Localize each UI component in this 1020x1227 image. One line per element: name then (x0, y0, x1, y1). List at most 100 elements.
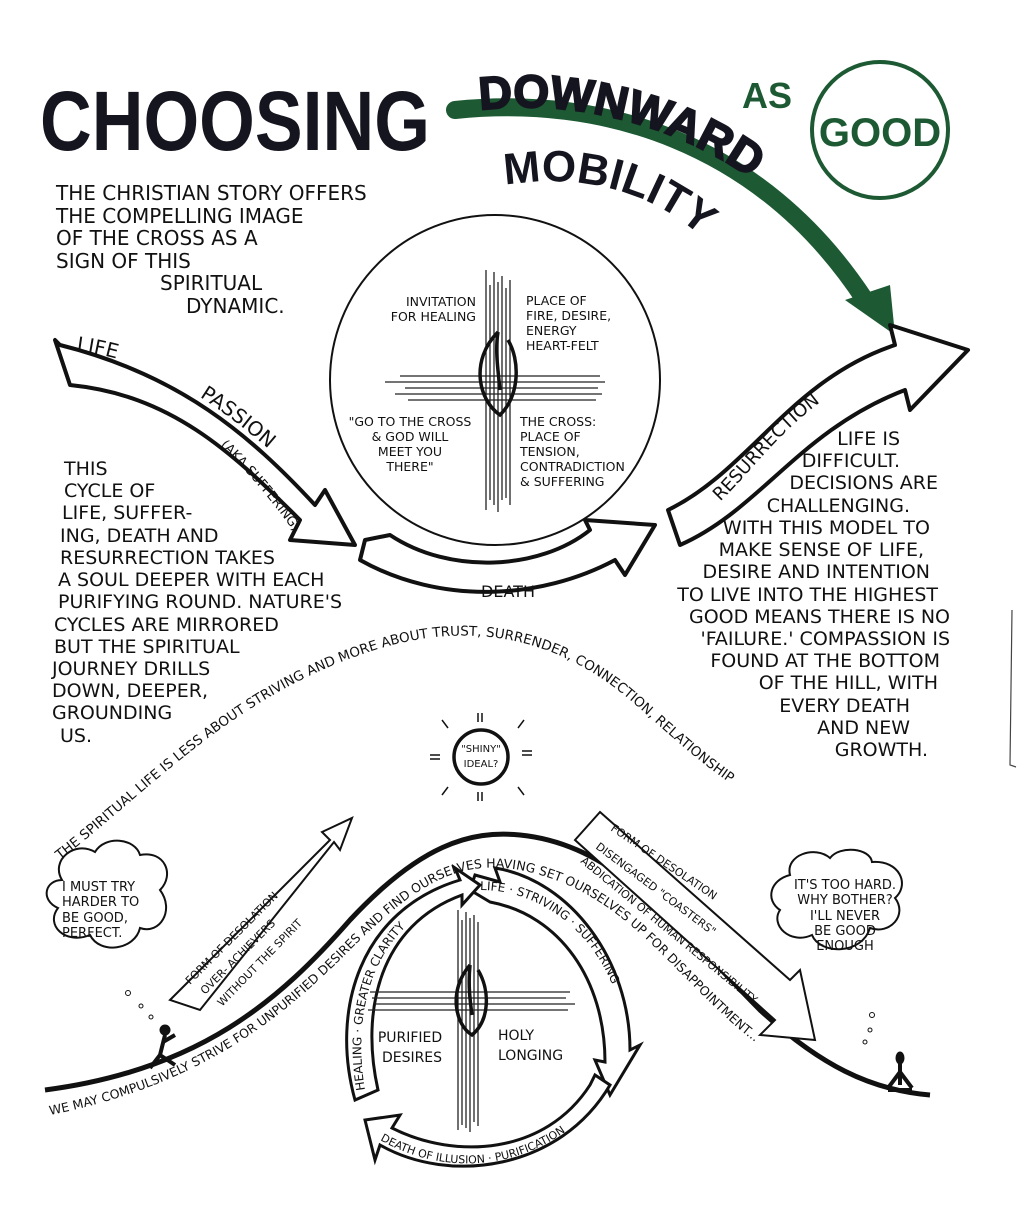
inner-left-arrow (345, 863, 483, 1103)
right-text-line: DIFFICULT. (801, 450, 900, 473)
life-passion-arrow (53, 338, 357, 547)
cross-quadrant-bottom-right: THE CROSS: PLACE OF TENSION, CONTRADICTI… (520, 414, 625, 489)
right-thought-cloud (770, 848, 903, 951)
left-text-line: PURIFYING ROUND. NATURE'S (58, 591, 343, 614)
left-text-line: LIFE, SUFFER- (62, 502, 193, 525)
left-text-line: A SOUL DEEPER WITH EACH (58, 569, 325, 592)
quadrant-line: TENSION, (520, 444, 580, 459)
meditating-figure-icon (886, 1051, 914, 1092)
right-explanation-text: LIFE IS DIFFICULT. DECISIONS ARE CHALLEN… (660, 428, 950, 761)
left-text-line: CYCLES ARE MIRRORED (54, 613, 279, 636)
left-desolation-arrow (168, 816, 354, 1012)
intro-text: THE CHRISTIAN STORY OFFERS THE COMPELLIN… (56, 182, 367, 318)
green-downward-arrow-stroke (446, 98, 874, 309)
thought-line: WHY BOTHER? (797, 893, 893, 909)
title-choosing: CHOOSING (40, 74, 430, 168)
left-text-line: DOWN, DEEPER, (52, 680, 209, 703)
resurrection-arrow (666, 323, 970, 547)
intro-line: SIGN OF THIS (56, 248, 191, 273)
quadrant-line: HEART-FELT (526, 338, 599, 353)
quadrant-line: MEET YOU (377, 444, 443, 459)
right-text-line: LIFE IS (837, 428, 900, 450)
hill-curve (44, 831, 931, 1098)
intro-line: DYNAMIC. (186, 293, 285, 318)
left-text-line: BUT THE SPIRITUAL (54, 635, 240, 658)
left-text-line: THIS (64, 458, 108, 480)
left-desolation-line1: FORM OF DESOLATION (183, 889, 281, 987)
running-figure-icon (148, 1024, 177, 1070)
thought-dot (148, 1014, 154, 1020)
left-thought-text: I MUST TRY HARDER TO BE GOOD, PERFECT. (62, 880, 139, 941)
quadrant-line: ENERGY (526, 323, 577, 338)
shiny-ideal-line2: IDEAL? (464, 759, 499, 770)
inner-top-arrow (468, 866, 644, 1099)
right-thought-text: IT'S TOO HARD. WHY BOTHER? I'LL NEVER BE… (790, 878, 900, 955)
right-text-line: GROWTH. (834, 739, 928, 762)
cross-quadrant-top-left: INVITATION FOR HEALING (380, 294, 476, 324)
quadrant-line: FIRE, DESIRE, (526, 308, 612, 323)
thought-line: PERFECT. (62, 925, 123, 941)
cross-circle (329, 214, 661, 546)
left-text-line: US. (60, 724, 93, 747)
right-text-line: EVERY DEATH (779, 694, 910, 717)
quadrant-line: & GOD WILL (371, 429, 449, 444)
right-text-line: 'FAILURE.' COMPASSION IS (700, 627, 950, 650)
sun-rays-icon (430, 713, 532, 801)
shiny-ideal-circle (452, 728, 510, 786)
quadrant-line: PLACE OF (526, 293, 587, 308)
left-text-line: RESURRECTION TAKES (60, 546, 275, 569)
page-edge-mark (1009, 609, 1017, 768)
thought-line: BE GOOD, (62, 910, 128, 926)
good-circle (810, 60, 950, 200)
left-thought-cloud (45, 839, 169, 949)
right-text-line: DESIRE AND INTENTION (702, 561, 930, 584)
quadrant-line: & SUFFERING (520, 474, 605, 489)
right-text-line: WITH THIS MODEL TO (722, 516, 930, 539)
inner-bottom-arrow (363, 1072, 613, 1168)
left-text-line: ING, DEATH AND (60, 524, 219, 547)
right-text-line: AND NEW (817, 716, 910, 739)
title-mobility: MOBILITY (501, 142, 726, 244)
holy-longing-line2: LONGING (498, 1048, 563, 1064)
thought-line: IT'S TOO HARD. (793, 878, 897, 893)
intro-line: THE COMPELLING IMAGE (56, 203, 304, 228)
thought-line: I MUST TRY (62, 880, 136, 895)
cross-quadrant-top-right: PLACE OF FIRE, DESIRE, ENERGY HEART-FELT (526, 293, 611, 353)
green-arrow-head-icon (845, 285, 895, 335)
left-explanation-text: THIS CYCLE OF LIFE, SUFFER- ING, DEATH A… (52, 458, 342, 747)
arrow-label-death: DEATH (481, 582, 535, 601)
right-text-line: GOOD MEANS THERE IS NO (688, 605, 950, 628)
right-text-line: OF THE HILL, WITH (758, 672, 938, 695)
thought-dot (138, 1003, 144, 1009)
quadrant-line: THERE" (386, 459, 434, 474)
shiny-ideal-line1: "SHINY" (461, 744, 501, 755)
cross-quadrant-bottom-left: "GO TO THE CROSS & GOD WILL MEET YOU THE… (340, 414, 480, 474)
thought-dot (862, 1039, 868, 1045)
quadrant-line: PLACE OF (520, 429, 581, 444)
quadrant-line: INVITATION (405, 294, 476, 309)
purified-desires-line2: DESIRES (382, 1050, 442, 1066)
purified-desires-line1: PURIFIED (378, 1030, 442, 1046)
right-text-line: MAKE SENSE OF LIFE, (718, 539, 924, 562)
death-arrow (358, 518, 657, 594)
thought-dot (125, 990, 131, 996)
thought-line: HARDER TO (62, 895, 140, 911)
left-text-line: CYCLE OF (64, 480, 156, 503)
right-desolation-arrow (573, 810, 817, 1042)
left-text-line: GROUNDING (52, 702, 173, 725)
right-text-line: FOUND AT THE BOTTOM (710, 650, 940, 673)
right-text-line: TO LIVE INTO THE HIGHEST (677, 583, 938, 606)
quadrant-line: FOR HEALING (390, 309, 476, 324)
intro-line: THE CHRISTIAN STORY OFFERS (56, 181, 367, 205)
right-text-line: DECISIONS ARE (789, 472, 938, 495)
left-text-line: JOURNEY DRILLS (52, 657, 211, 680)
quadrant-line: "GO TO THE CROSS (348, 414, 472, 429)
right-text-line: CHALLENGING. (766, 494, 910, 517)
thought-line: I'LL NEVER (809, 908, 881, 924)
title-as: AS (742, 75, 792, 116)
intro-line: SPIRITUAL (160, 271, 263, 296)
quadrant-line: THE CROSS: (520, 414, 597, 429)
thought-dot (869, 1012, 875, 1018)
intro-line: OF THE CROSS AS A (56, 226, 258, 251)
